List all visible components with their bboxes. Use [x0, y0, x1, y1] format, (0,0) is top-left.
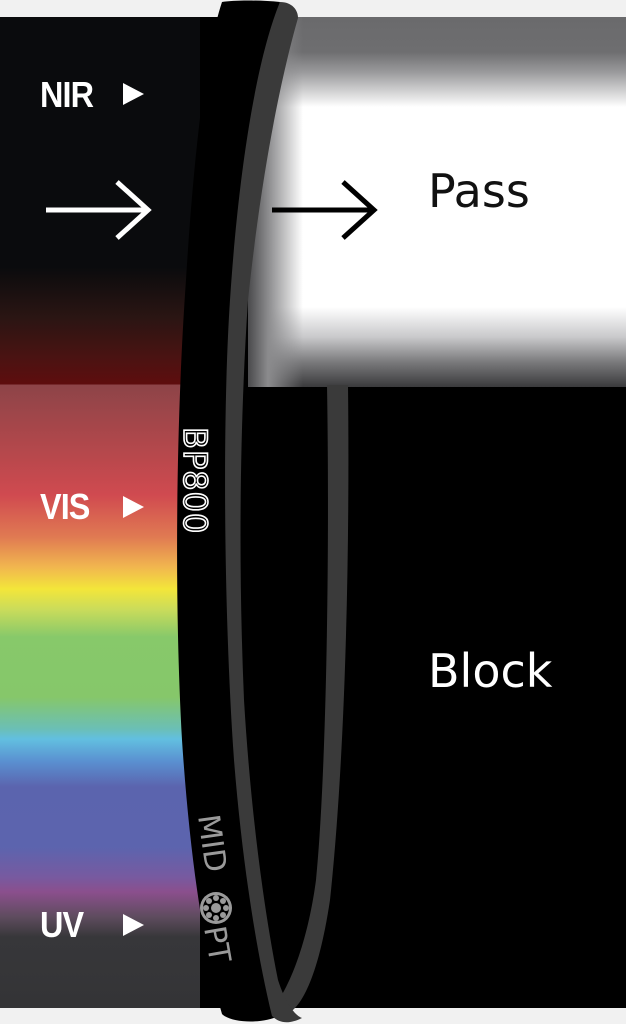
vis-pointer-icon [123, 496, 144, 518]
incoming-light-arrow-icon [46, 180, 152, 240]
nir-label: NIR [40, 74, 94, 115]
brand-text-mid: MID [190, 812, 233, 874]
uv-label: UV [40, 904, 84, 945]
light-spectrum-band [0, 17, 200, 1008]
filter-model-text: BP800 [176, 426, 215, 535]
pass-panel [248, 17, 626, 387]
vis-label: VIS [40, 486, 90, 527]
brand-text-pt: PT [196, 923, 237, 966]
block-label: Block [428, 644, 553, 698]
nir-pointer-icon [123, 83, 144, 105]
svg-text:BP800: BP800 [176, 427, 214, 534]
pass-label: Pass [428, 164, 530, 218]
brand-lens-icon [200, 892, 232, 924]
brand-logo: MID PT [190, 812, 237, 966]
diagram-canvas [0, 17, 626, 1008]
uv-pointer-icon [123, 914, 144, 936]
passed-light-arrow-icon [272, 180, 378, 240]
